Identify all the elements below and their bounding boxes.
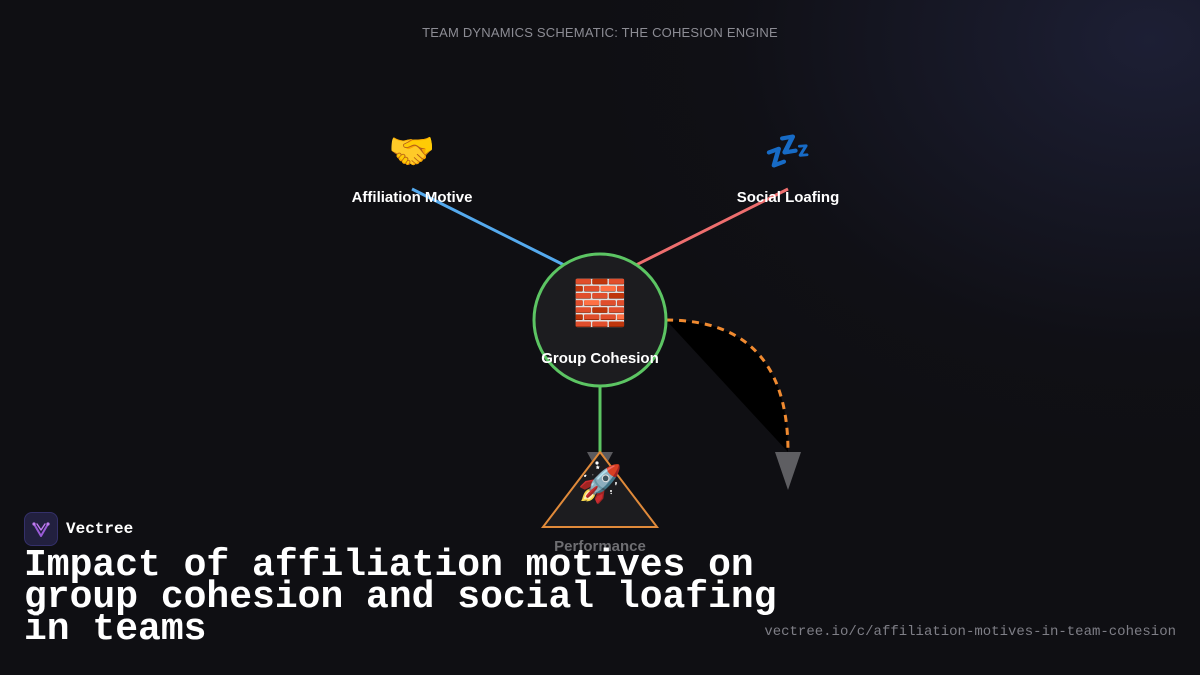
edge-affiliation-to-cohesion: [411, 187, 567, 268]
handshake-icon: 🤝: [388, 129, 435, 173]
performance-label: Performance: [554, 538, 646, 555]
brand: Vectree: [24, 512, 133, 546]
zzz-icon: 💤: [764, 129, 811, 173]
vectree-logo-icon: [24, 512, 58, 546]
social-loafing-label: Social Loafing: [737, 189, 840, 206]
source-url[interactable]: vectree.io/c/affiliation-motives-in-team…: [764, 624, 1176, 640]
rocket-icon: 🚀: [578, 463, 623, 505]
group-cohesion-label: Group Cohesion: [541, 350, 659, 367]
cohesion-node-circle[interactable]: [532, 252, 668, 388]
edge-loafing-to-cohesion: [633, 187, 789, 268]
brick-wall-icon: 🧱: [573, 278, 628, 329]
headline: Impact of affiliation motives on group c…: [24, 544, 777, 651]
feedback-loop-arrowhead: [775, 452, 801, 490]
stars-decoration: [584, 461, 617, 496]
feedback-loop-fill: [666, 320, 788, 452]
feedback-loop-curve: [665, 318, 790, 453]
brand-name: Vectree: [66, 520, 134, 538]
performance-node-triangle[interactable]: [540, 450, 660, 528]
schematic-title: TEAM DYNAMICS SCHEMATIC: THE COHESION EN…: [422, 25, 778, 40]
affiliation-motive-label: Affiliation Motive: [352, 189, 473, 206]
